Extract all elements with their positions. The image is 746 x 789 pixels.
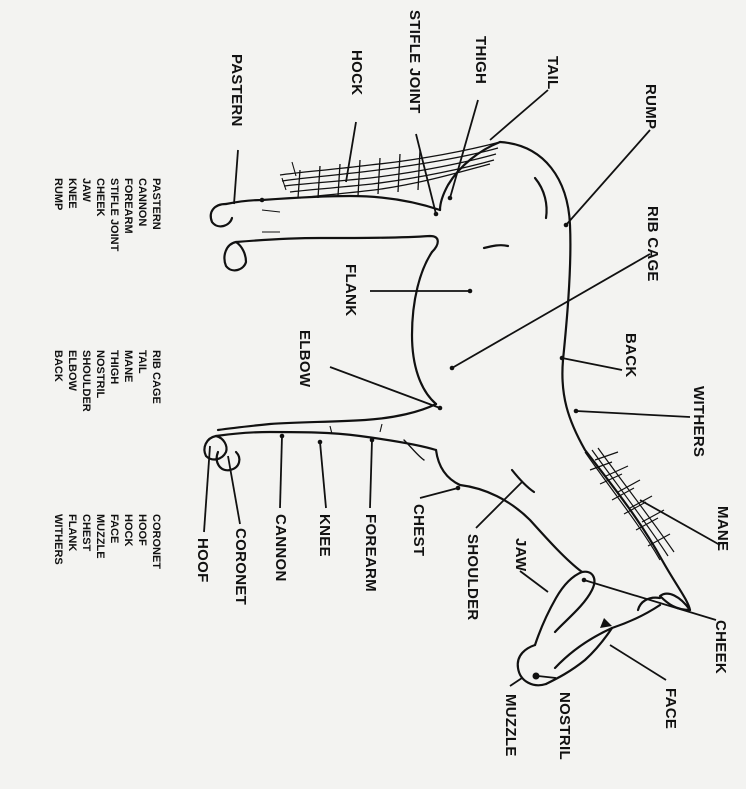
- label-thigh: THIGH: [472, 36, 489, 84]
- word-list-item: ELBOW: [66, 350, 78, 392]
- word-list-item: RIB CAGE: [150, 350, 162, 404]
- word-list-item: JAW: [80, 178, 92, 202]
- leader-chest: [420, 488, 458, 498]
- horse-jaw: [535, 572, 594, 645]
- leader-pastern: [234, 150, 238, 204]
- word-list-item: FACE: [108, 514, 120, 543]
- word-list-item: BACK: [52, 350, 64, 382]
- label-tail: TAIL: [544, 56, 561, 89]
- leader-hoof: [204, 446, 210, 532]
- leader-muzzle: [510, 678, 522, 686]
- label-muzzle: MUZZLE: [502, 694, 519, 757]
- word-list-item: STIFLE JOINT: [108, 178, 120, 252]
- word-list-column-2: RIB CAGE TAIL MANE THIGH NOSTRIL SHOULDE…: [52, 350, 162, 412]
- word-list-item: WITHERS: [52, 514, 64, 565]
- label-hoof: HOOF: [194, 538, 211, 583]
- word-list-item: CANNON: [136, 178, 148, 226]
- horse-eye: [600, 618, 612, 628]
- label-rump: RUMP: [642, 84, 659, 129]
- label-face: FACE: [662, 688, 679, 729]
- label-flank: FLANK: [342, 264, 359, 316]
- horse-hind-leg-front: [236, 236, 438, 252]
- horse-hind-hoof-2: [224, 242, 246, 270]
- word-list-item: PASTERN: [150, 178, 162, 230]
- horse-hind-leg-back: [226, 196, 440, 210]
- word-list-item: CHEEK: [94, 178, 106, 217]
- leader-tail: [490, 90, 548, 140]
- mane-hatching: [585, 448, 674, 560]
- leader-face: [610, 645, 666, 680]
- horse-hip-mark: [535, 178, 547, 218]
- word-list-item: CORONET: [150, 514, 162, 569]
- label-elbow: ELBOW: [296, 330, 313, 388]
- horse-hind-hoof-1: [211, 204, 232, 226]
- word-list-item: FOREARM: [122, 178, 134, 234]
- label-back: BACK: [622, 333, 639, 378]
- label-cheek: CHEEK: [712, 620, 729, 674]
- leader-ribcage: [452, 254, 650, 368]
- leg-details: [262, 162, 382, 434]
- horse-foreleg-outer: [216, 432, 436, 450]
- label-mane: MANE: [714, 506, 731, 551]
- leader-cannon: [280, 436, 282, 508]
- leader-rump: [566, 130, 650, 225]
- label-nostril: NOSTRIL: [556, 692, 573, 760]
- part-labels: TAIL THIGH STIFLE JOINT HOCK PASTERN RUM…: [194, 10, 731, 760]
- horse-muzzle: [518, 645, 546, 685]
- label-chest: CHEST: [410, 504, 427, 556]
- leader-withers: [576, 411, 690, 417]
- horse-belly: [412, 252, 436, 404]
- word-list-item: NOSTRIL: [94, 350, 106, 399]
- label-withers: WITHERS: [690, 386, 707, 457]
- label-coronet: CORONET: [232, 528, 249, 605]
- leader-lines: [204, 90, 720, 686]
- horse-face-line: [555, 605, 660, 668]
- word-list-item: MANE: [122, 350, 134, 382]
- leader-cheek: [584, 580, 716, 620]
- word-list-item: SHOULDER: [80, 350, 92, 412]
- word-list-item: TAIL: [136, 350, 148, 374]
- horse-elbow-mark: [404, 440, 424, 460]
- leader-knee: [320, 442, 326, 508]
- leader-shoulder: [476, 482, 522, 528]
- leader-jaw: [520, 571, 548, 592]
- word-list-item: KNEE: [66, 178, 78, 209]
- word-list: PASTERN CANNON FOREARM STIFLE JOINT CHEE…: [52, 178, 162, 569]
- word-list-item: HOCK: [122, 514, 134, 546]
- tail-hatching: [280, 142, 500, 198]
- label-pastern: PASTERN: [228, 54, 245, 127]
- label-hock: HOCK: [348, 50, 365, 95]
- label-forearm: FOREARM: [362, 514, 379, 592]
- word-list-item: CHEST: [80, 514, 92, 552]
- word-list-item: FLANK: [66, 514, 78, 551]
- horse-front-hoof-1: [204, 436, 226, 459]
- label-shoulder: SHOULDER: [464, 534, 481, 621]
- leader-forearm: [370, 440, 372, 508]
- label-cannon: CANNON: [272, 514, 289, 582]
- word-list-item: RUMP: [52, 178, 64, 210]
- leader-nostril: [538, 676, 556, 678]
- word-list-item: THIGH: [108, 350, 120, 384]
- label-jaw: JAW: [512, 538, 529, 572]
- word-list-column-1: PASTERN CANNON FOREARM STIFLE JOINT CHEE…: [52, 178, 162, 252]
- leader-back: [562, 358, 622, 370]
- horse-foreleg-inner: [218, 404, 436, 430]
- horse-head-front: [546, 628, 612, 684]
- horse-chest: [436, 450, 460, 485]
- word-list-item: MUZZLE: [94, 514, 106, 559]
- horse-rib-mark: [484, 245, 508, 248]
- word-list-item: HOOF: [136, 514, 148, 546]
- label-rib-cage: RIB CAGE: [644, 206, 661, 282]
- leader-mane: [640, 500, 720, 545]
- label-stifle-joint: STIFLE JOINT: [406, 10, 423, 114]
- word-list-column-3: CORONET HOOF HOCK FACE MUZZLE CHEST FLAN…: [52, 514, 162, 569]
- label-knee: KNEE: [316, 514, 333, 557]
